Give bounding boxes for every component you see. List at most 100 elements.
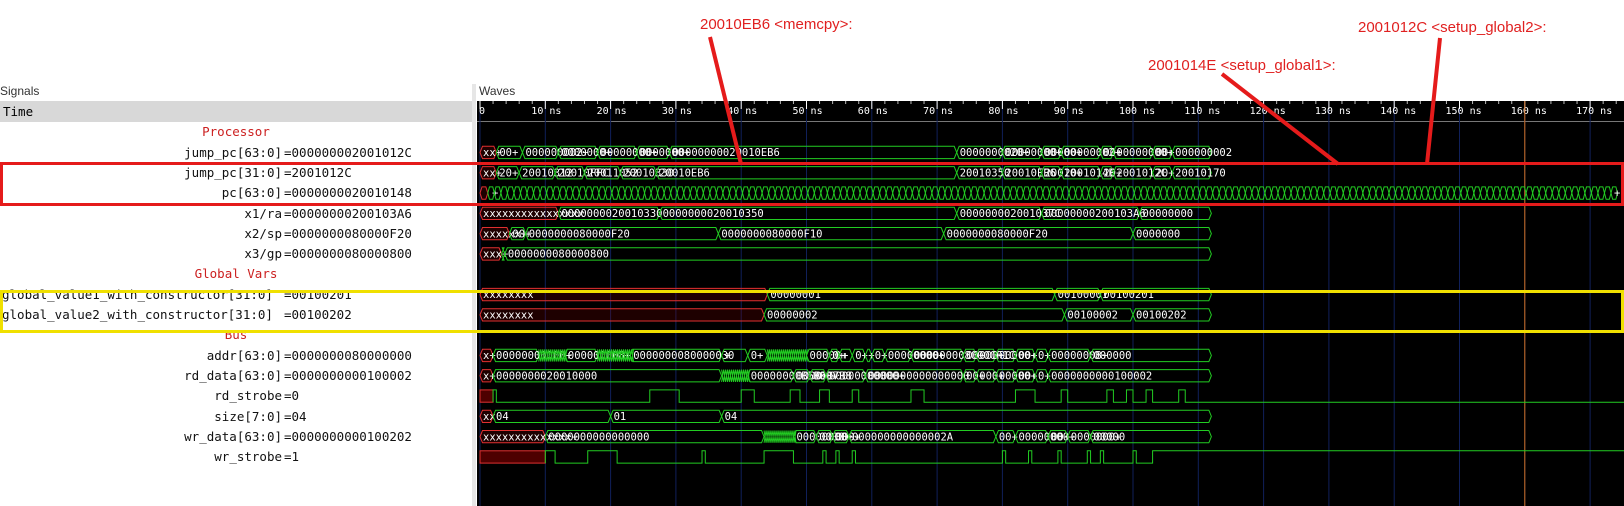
bus-segment — [721, 409, 1212, 423]
signal-value: =0000000000100002 — [284, 367, 412, 383]
signal-name: global_value2_with_constructor[31:0] — [2, 307, 273, 322]
signals-panel-label: Signals — [0, 84, 476, 100]
signal-row[interactable]: global_value1_with_constructor[31:0] =001… — [0, 284, 472, 305]
bit-waveform — [544, 450, 1624, 464]
tick-label: 160 ns — [1511, 106, 1547, 117]
bus-value: 00000000+ — [1116, 147, 1173, 159]
signal-name: rd_strobe — [214, 388, 282, 404]
bus-value: 0000000000000000 — [548, 431, 649, 443]
tick-label: 20 ns — [597, 106, 627, 117]
signal-group[interactable]: Global Vars — [194, 266, 278, 282]
bus-segment — [564, 348, 599, 363]
signal-row[interactable]: jump_pc[63:0]=000000002001012C — [0, 142, 472, 163]
tick-label: 30 ns — [662, 106, 692, 117]
signal-value: =04 — [284, 408, 307, 424]
signal-row[interactable]: wr_data[63:0]=0000000000100202 — [0, 426, 472, 447]
tick-label: 140 ns — [1380, 106, 1416, 117]
signal-row[interactable]: x2/sp=0000000080000F20 — [0, 223, 472, 244]
signal-name: size[7:0] — [214, 408, 282, 424]
bus-segment — [492, 369, 723, 383]
tick-label: 90 ns — [1054, 106, 1084, 117]
signal-row[interactable]: addr[63:0]=0000000080000000 — [0, 345, 472, 366]
bus-value: 00+ — [966, 350, 985, 362]
bus-value: 20+ — [1103, 167, 1122, 179]
signal-row[interactable]: pc[63:0]=0000000020010148 — [0, 182, 472, 203]
signal-name: jump_pc[63:0] — [184, 144, 282, 160]
bus-value: 0000000020+ — [960, 147, 1030, 159]
signal-row[interactable]: Time — [0, 101, 472, 122]
bus-value: 0000000080000F1C — [914, 350, 1015, 362]
signal-row[interactable]: x1/ra=00000000200103A6 — [0, 203, 472, 224]
bus-value: 00+ — [499, 147, 518, 159]
bus-value: 00000000+ — [601, 147, 658, 159]
signal-row[interactable]: rd_strobe=0 — [0, 385, 472, 406]
bus-segment — [1132, 227, 1212, 241]
bus-value: 00+ — [1156, 147, 1175, 159]
bus-value: 00+ — [1018, 350, 1037, 362]
bus-value: 0000000+ — [1071, 431, 1122, 443]
bus-value: 00+ — [966, 370, 985, 382]
signal-name: wr_data[63:0] — [184, 428, 282, 444]
bus-value: + — [1614, 188, 1620, 200]
annotation-setup-global1: 2001014E <setup_global1>: — [1148, 57, 1336, 74]
bus-value: 04 — [725, 411, 738, 423]
bus-value: 20010312 — [522, 167, 573, 179]
signal-value: =2001012C — [284, 164, 352, 180]
time-label: Time — [3, 104, 34, 119]
bus-value: x+ — [483, 370, 496, 382]
signal-row[interactable]: x3/gp=0000000080000800 — [0, 243, 472, 264]
panel-splitter[interactable] — [472, 84, 476, 506]
bus-value: 00000000020010EB6 — [672, 147, 779, 159]
bus-value: xx — [483, 411, 496, 423]
bus-segment — [1171, 145, 1212, 160]
bus-value: 01 — [614, 411, 627, 423]
tick-label: 70 ns — [923, 106, 953, 117]
signal-name: global_value1_with_constructor[31:0] — [2, 286, 273, 302]
bus-value: 00+ — [1051, 431, 1070, 443]
signal-row[interactable]: global_value2_with_constructor[31:0]=001… — [0, 304, 472, 325]
signal-row[interactable]: wr_strobe=1 — [0, 446, 472, 467]
bus-value: + — [868, 350, 874, 362]
signal-row[interactable]: rd_data[63:0]=0000000000100002 — [0, 365, 472, 386]
bus-value: 0+ — [832, 350, 845, 362]
bus-value: 0000000000100002 — [1051, 370, 1152, 382]
bus-segment — [610, 409, 723, 423]
signal-row[interactable]: size[7:0]=04 — [0, 406, 472, 427]
bus-value: 000000000000002A — [852, 431, 954, 443]
bus-value: 0+ — [751, 350, 764, 362]
bus-value: 0000000020010000 — [496, 370, 597, 382]
bus-segment — [492, 348, 540, 363]
bus-value: 00000000 — [1143, 208, 1194, 220]
bus-value: 20010FFC — [558, 167, 609, 179]
bus-value: 00+ — [999, 431, 1018, 443]
bus-value: 20011052 — [587, 167, 638, 179]
bus-value: 00000+ — [999, 370, 1037, 382]
signal-group[interactable]: Bus — [224, 327, 248, 343]
bus-transitions — [538, 349, 568, 362]
bus-segment — [1099, 287, 1212, 302]
bus-value: 0+ — [1038, 370, 1051, 382]
signal-value: =0000000080000800 — [284, 246, 412, 262]
bus-value: 000+ — [836, 431, 861, 443]
bus-value: 0000+ — [796, 370, 828, 382]
signal-row[interactable]: jump_pc[31:0]=2001012C — [0, 162, 472, 183]
tick-label: 10 ns — [531, 106, 561, 117]
bus-value: 000+ — [979, 370, 1004, 382]
bus-value: 0000000080000F10 — [721, 228, 822, 240]
bus-value: 00000 — [1094, 431, 1126, 443]
tick-label: 50 ns — [793, 106, 823, 117]
signal-name: x2/sp — [244, 225, 282, 241]
signal-group[interactable]: Processor — [202, 124, 270, 140]
signal-value: =00100201 — [284, 286, 352, 302]
tick-label: 60 ns — [858, 106, 888, 117]
signal-value: =0000000000100202 — [284, 428, 412, 444]
signal-value: =0 — [284, 388, 300, 404]
bus-value: 00000001 — [770, 289, 821, 301]
signal-name: x1/ra — [244, 205, 282, 221]
tick-label: 100 ns — [1119, 106, 1155, 117]
bus-segment — [747, 348, 768, 363]
tick-label: 150 ns — [1446, 106, 1482, 117]
